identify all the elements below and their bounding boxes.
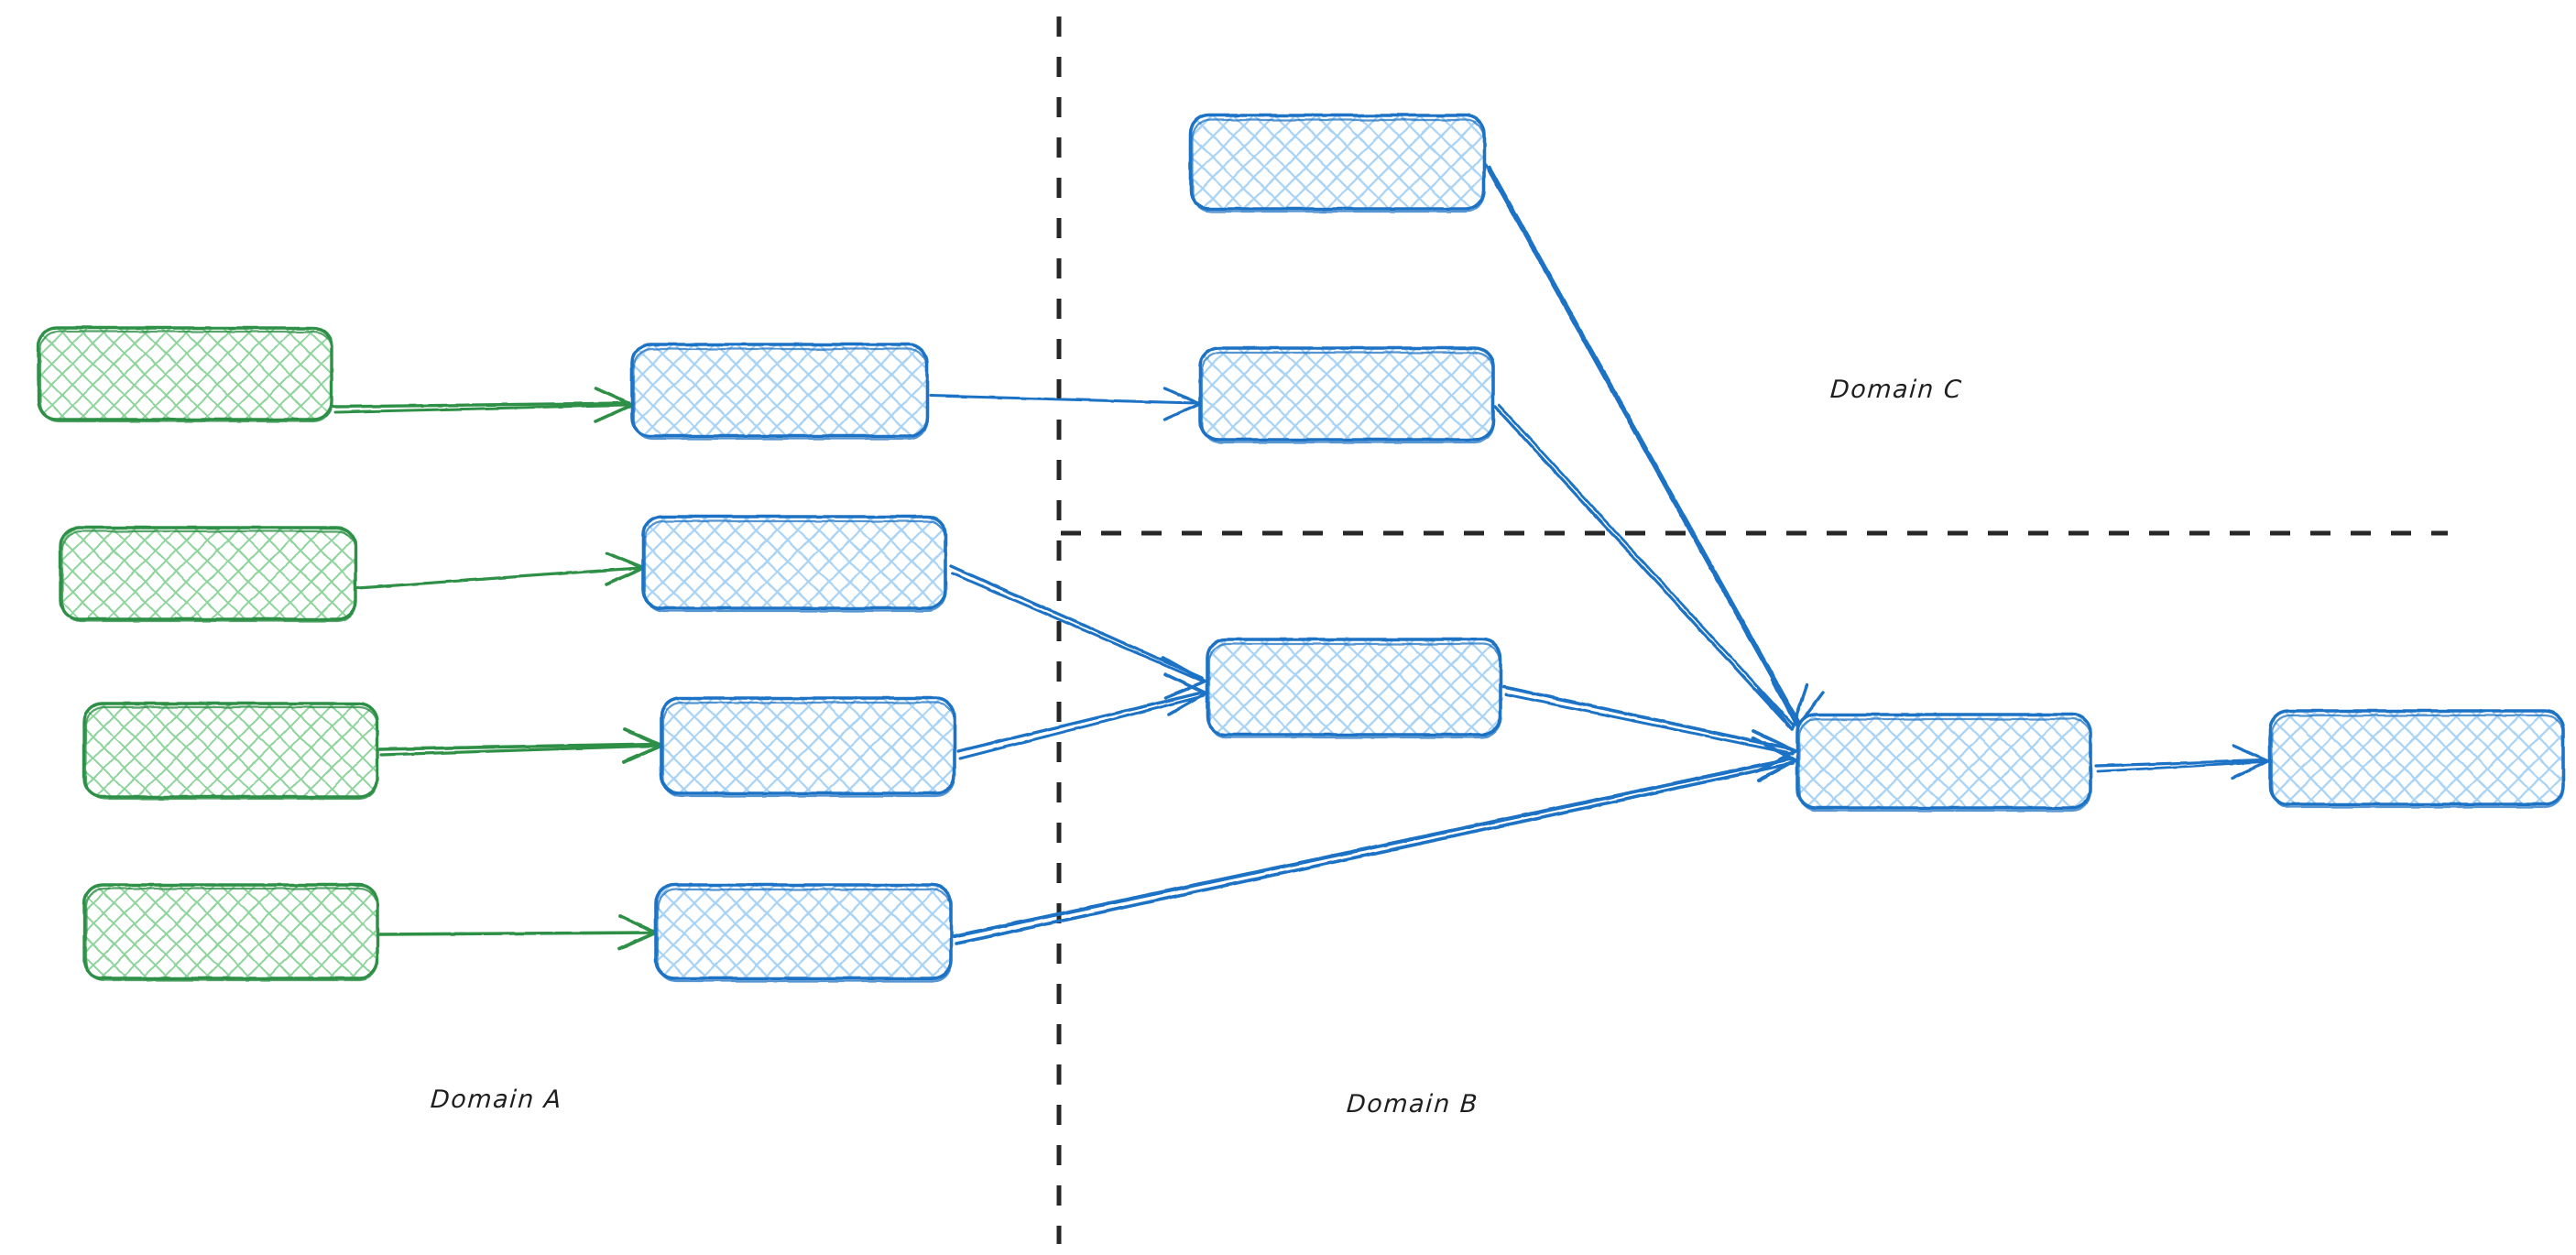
edge-b4 xyxy=(952,737,1797,945)
node-b-node-3[interactable] xyxy=(2268,709,2565,809)
node-a-target-1[interactable] xyxy=(630,343,929,441)
domain-b-label: Domain B xyxy=(1345,1090,1479,1119)
node-a-source-4[interactable] xyxy=(82,883,379,982)
edge-b1 xyxy=(929,387,1202,421)
node-a-source-1[interactable] xyxy=(37,326,333,423)
node-group xyxy=(37,114,2565,983)
green-edge-group xyxy=(332,387,663,951)
node-c-node-2[interactable] xyxy=(1198,346,1495,444)
edge-a1 xyxy=(332,387,634,423)
edge-a4 xyxy=(377,914,658,951)
node-a-source-3[interactable] xyxy=(82,702,379,801)
node-b-node-1[interactable] xyxy=(1206,638,1502,739)
node-a-target-3[interactable] xyxy=(660,696,956,798)
edge-b3 xyxy=(956,672,1207,760)
edge-b8 xyxy=(2094,744,2270,780)
blue-edge-group xyxy=(929,163,2270,945)
edge-b7 xyxy=(1502,685,1797,773)
domain-c-label: Domain C xyxy=(1828,376,1964,404)
domain-a-label: Domain A xyxy=(429,1086,563,1114)
edge-b2 xyxy=(949,564,1207,700)
node-a-source-2[interactable] xyxy=(59,526,357,623)
edge-b6 xyxy=(1493,403,1808,731)
node-a-target-2[interactable] xyxy=(641,515,947,613)
divider-group xyxy=(1056,16,2448,1244)
edge-a3 xyxy=(377,727,663,764)
node-a-target-4[interactable] xyxy=(654,883,953,983)
edge-a2 xyxy=(355,551,645,590)
node-c-node-1[interactable] xyxy=(1189,114,1486,213)
node-b-node-2[interactable] xyxy=(1796,713,2092,813)
